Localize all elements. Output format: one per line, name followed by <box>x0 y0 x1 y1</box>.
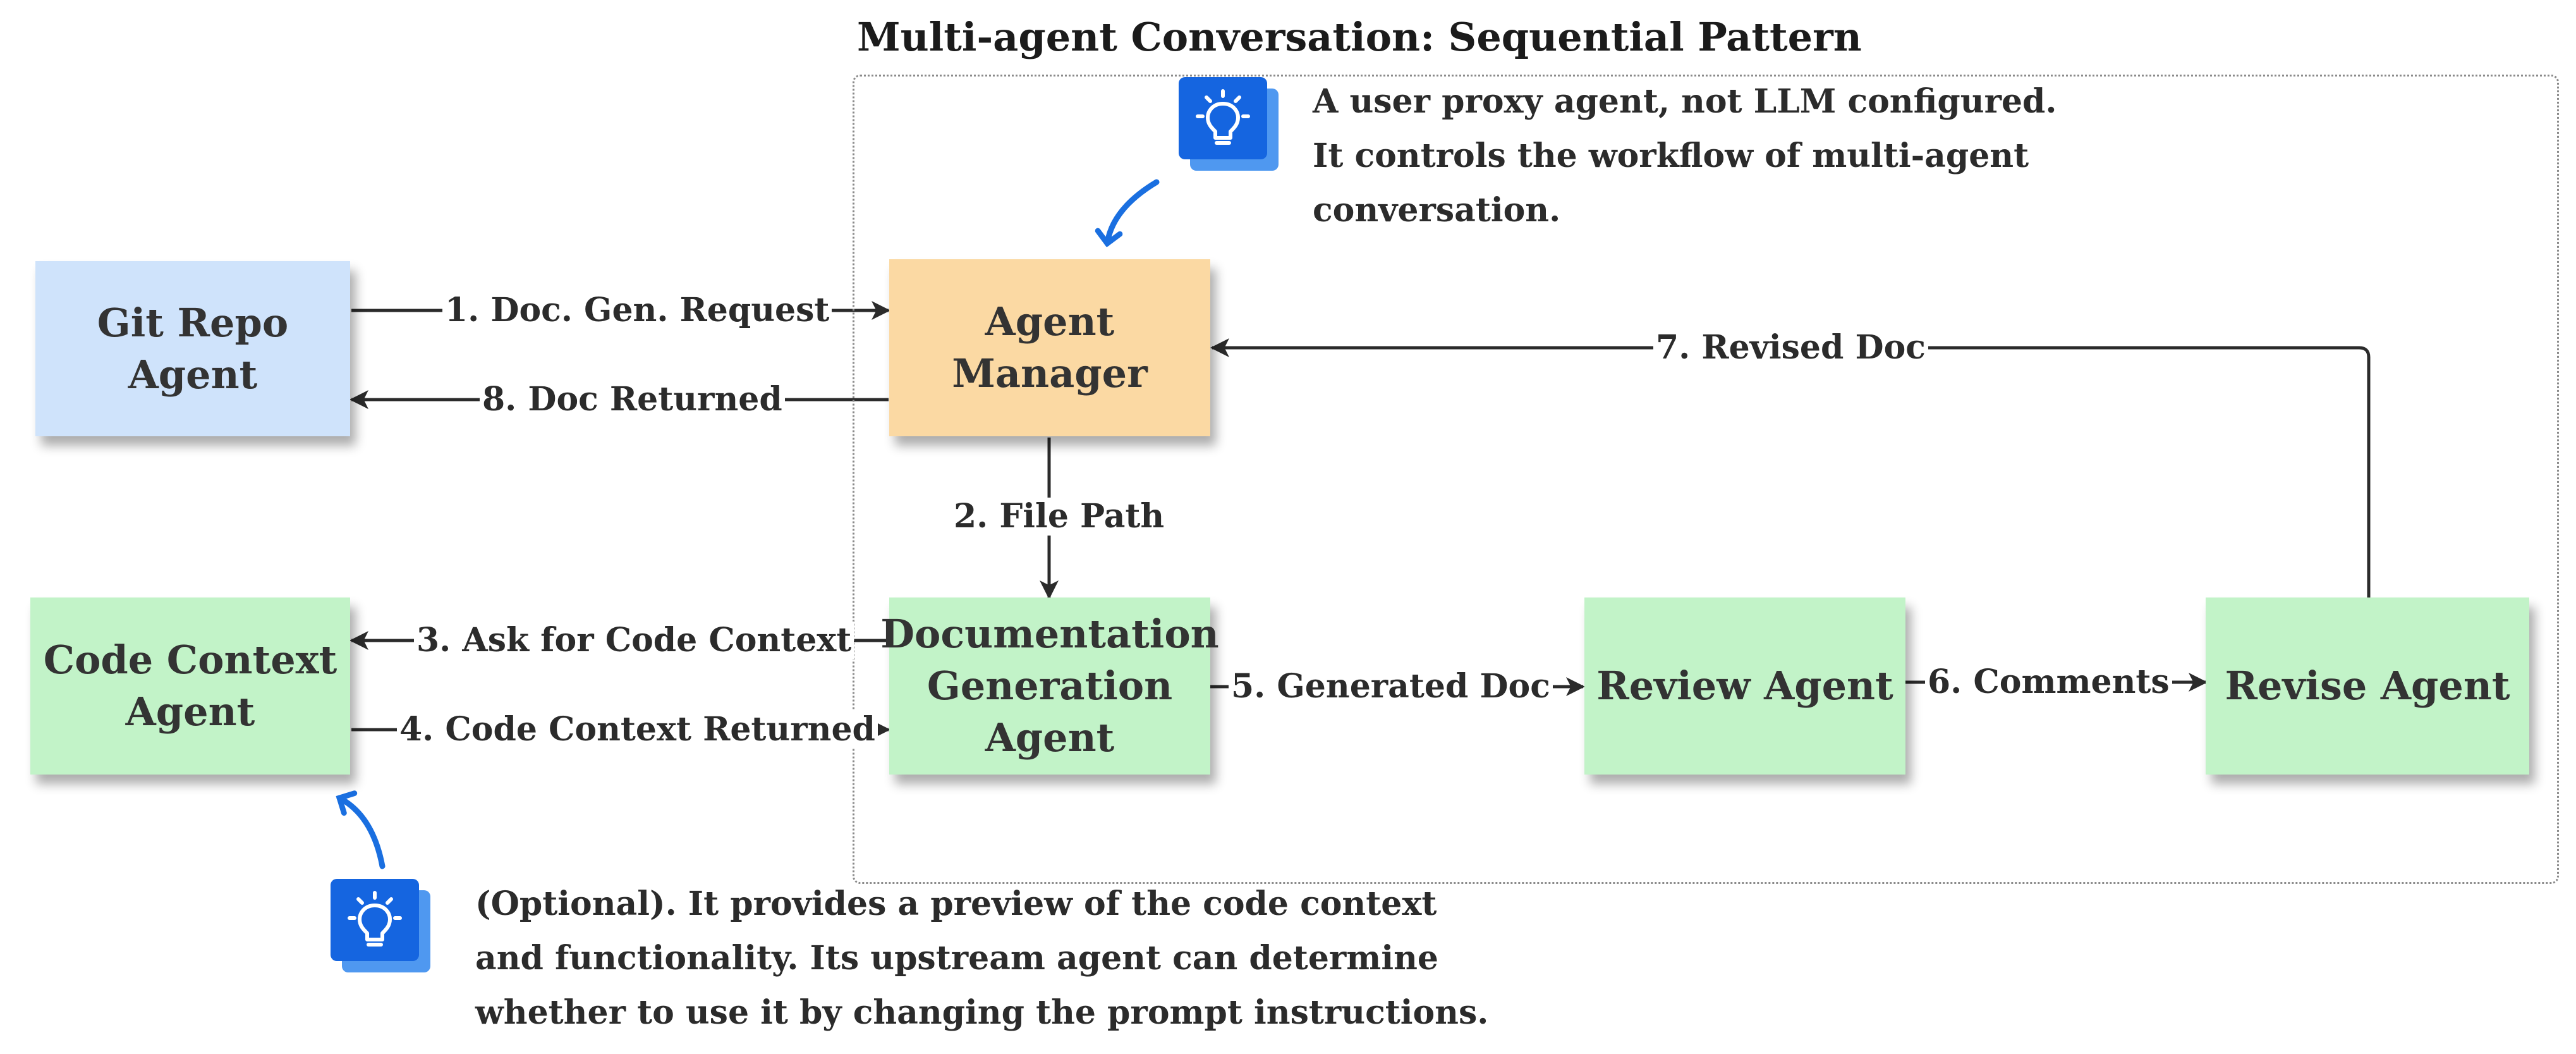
git-repo-agent-label: Git Repo Agent <box>97 299 289 398</box>
documentation-generation-agent-label: Documentation Generation Agent <box>880 611 1219 761</box>
edge-1-label: 1. Doc. Gen. Request <box>442 291 832 329</box>
edge-8-label: 8. Doc Returned <box>480 381 785 419</box>
manager-pointer-arrow <box>1095 179 1160 248</box>
agent-manager-note: A user proxy agent, not LLM configured. … <box>1313 75 2057 238</box>
agent-manager-note-line: It controls the workflow of multi-agent <box>1313 137 2029 175</box>
code-context-agent-node: Code Context Agent <box>30 597 350 775</box>
git-repo-agent-node: Git Repo Agent <box>35 261 350 436</box>
edge-5-label: 5. Generated Doc <box>1229 668 1553 706</box>
revise-agent-label: Revise Agent <box>2225 663 2510 709</box>
context-pointer-arrow <box>336 790 386 869</box>
edge-4-label: 4. Code Context Returned <box>397 711 878 749</box>
edge-7-line <box>1210 338 2371 597</box>
code-context-note-line: (Optional). It provides a preview of the… <box>475 885 1437 923</box>
lightbulb-icon <box>331 879 432 974</box>
code-context-note-line: and functionality. Its upstream agent ca… <box>475 939 1438 977</box>
code-context-note-line: whether to use it by changing the prompt… <box>475 993 1489 1032</box>
sequential-pattern-frame <box>853 75 2559 884</box>
edge-6-label: 6. Comments <box>1925 663 2172 701</box>
edge-2-label: 2. File Path <box>951 498 1167 536</box>
agent-manager-node: Agent Manager <box>889 259 1210 436</box>
revise-agent-node: Revise Agent <box>2206 597 2529 775</box>
edge-7-label: 7. Revised Doc <box>1653 329 1928 367</box>
agent-manager-note-line: conversation. <box>1313 191 1561 230</box>
diagram-title: Multi-agent Conversation: Sequential Pat… <box>857 14 1862 60</box>
review-agent-label: Review Agent <box>1596 663 1893 709</box>
code-context-agent-label: Code Context Agent <box>43 637 337 735</box>
lightbulb-icon <box>1179 77 1280 172</box>
review-agent-node: Review Agent <box>1584 597 1905 775</box>
agent-manager-label: Agent Manager <box>952 298 1148 396</box>
agent-manager-note-line: A user proxy agent, not LLM configured. <box>1313 82 2057 121</box>
documentation-generation-agent-node: Documentation Generation Agent <box>880 597 1219 775</box>
code-context-note: (Optional). It provides a preview of the… <box>475 877 1488 1040</box>
edge-3-label: 3. Ask for Code Context <box>414 622 854 659</box>
